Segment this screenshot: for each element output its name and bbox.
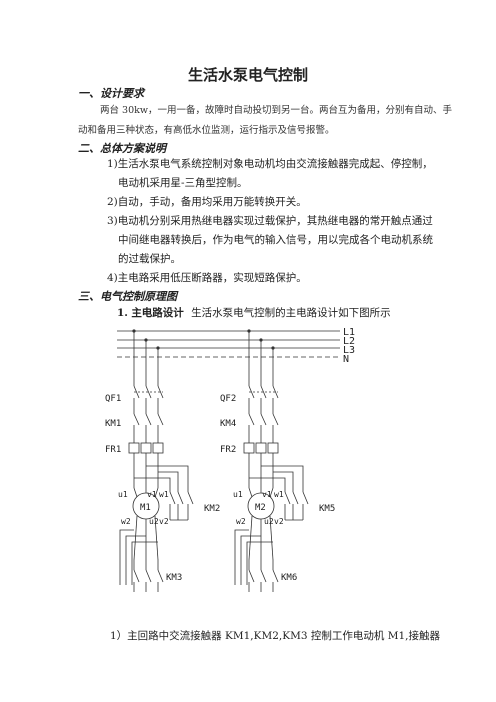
bus-label: L3 — [343, 345, 355, 356]
terminal-label: w2 — [236, 517, 246, 526]
plan-item: 电动机采用星-三角型控制。 — [118, 177, 248, 189]
relay-label: FR1 — [105, 445, 121, 455]
bus-label: L1 — [343, 327, 355, 338]
footer-paragraph: 1）主回路中交流接触器 KM1,KM2,KM3 控制工作电动机 M1,接触器 — [110, 630, 440, 642]
paragraph-line: 两台 30kw，一用一备，故障时自动投切到另一台。两台互为备用，分别有自动、手 — [100, 105, 452, 116]
paragraph-line: 动和备用三种状态，有高低水位监测，运行指示及信号报警。 — [78, 125, 335, 136]
plan-item: 1)生活水泵电气系统控制对象电动机均由交流接触器完成起、停控制， — [107, 158, 433, 170]
plan-item: 2)自动，手动，备用均采用万能转换开关。 — [107, 196, 307, 208]
terminal-label: u1 — [118, 490, 128, 499]
terminal-label: u1 — [233, 490, 243, 499]
document-title: 生活水泵电气控制 — [187, 66, 308, 84]
terminal-label: w2 — [121, 517, 131, 526]
subsection-heading: 1. 主电路设计 生活水泵电气控制的主电路设计如下图所示 — [117, 305, 391, 320]
bus-label: N — [343, 354, 349, 365]
plan-item: 4)主电路采用低压断路器，实现短路保护。 — [107, 272, 307, 284]
motor-label: M2 — [255, 503, 266, 513]
terminal-label: v2 — [274, 517, 284, 526]
subsection-number: 1. — [117, 307, 128, 319]
star-contactor-label: KM5 — [319, 504, 335, 514]
terminal-label: v1 — [147, 490, 157, 499]
terminal-label: v2 — [159, 517, 169, 526]
terminal-label: w1 — [274, 490, 284, 499]
bus-label: L2 — [343, 336, 355, 347]
contactor-label: KM1 — [105, 419, 121, 429]
contactor-label: KM4 — [220, 419, 236, 429]
terminal-label: v1 — [262, 490, 272, 499]
terminal-label: w1 — [159, 490, 169, 499]
terminal-label: u2 — [149, 517, 159, 526]
relay-label: FR2 — [220, 445, 236, 455]
plan-item: 的过载保护。 — [118, 253, 181, 265]
plan-item: 中间继电器转换后，作为电气的输入信号，用以完成各个电动机系统 — [118, 234, 433, 246]
section-heading-design-requirements: 一、设计要求 — [78, 87, 144, 100]
section-heading-overall-plan: 二、总体方案说明 — [78, 142, 166, 155]
subsection-text: 生活水泵电气控制的主电路设计如下图所示 — [191, 307, 391, 319]
delta-contactor-label: KM6 — [281, 573, 297, 583]
breaker-label: QF1 — [105, 394, 121, 404]
plan-item: 3)电动机分别采用热继电器实现过载保护，其热继电器的常开触点通过 — [107, 215, 433, 227]
section-heading-schematic: 三、电气控制原理图 — [78, 290, 177, 303]
subsection-title: 主电路设计 — [131, 307, 184, 319]
delta-contactor-label: KM3 — [166, 573, 182, 583]
terminal-label: u2 — [264, 517, 274, 526]
left-branch — [119, 329, 194, 592]
right-branch — [234, 329, 309, 592]
breaker-label: QF2 — [220, 394, 236, 404]
motor-label: M1 — [140, 503, 151, 513]
star-contactor-label: KM2 — [204, 504, 220, 514]
